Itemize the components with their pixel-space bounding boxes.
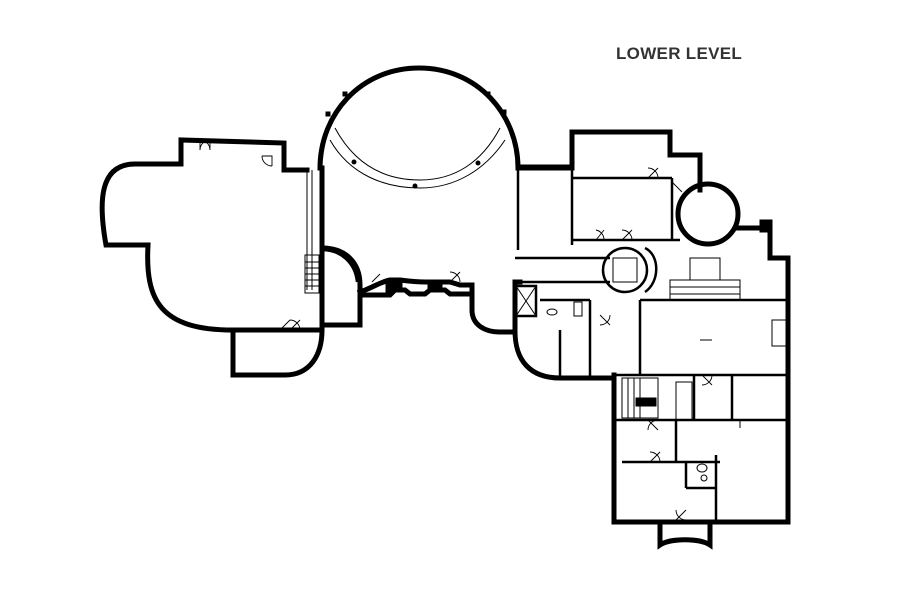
left-wing-outer-wall [99,137,325,333]
tower-side-rooms [735,225,791,293]
upper-room-wall [569,129,703,193]
lower-toilet [696,463,708,473]
service-lower-wall [512,329,617,381]
left-stair [304,254,320,294]
rotunda-column [351,159,357,165]
sink [546,308,558,316]
left-wing-door-right [261,155,273,167]
shower [514,284,538,318]
toilet [573,301,583,317]
rotunda-wall [317,65,575,171]
central-rotunda [317,65,575,189]
chimney [385,279,403,293]
left-wing-lower-room [230,327,325,378]
lower-right-wing [614,374,788,550]
center-south [319,168,610,335]
entry-bay [657,519,713,550]
hub-rotunda [601,246,649,294]
level-title: LOWER LEVEL [616,44,743,63]
round-tower [675,181,741,247]
left-wing-door-top [199,139,211,151]
rotunda-inner-arc [329,139,506,189]
left-wing-door-bottom [279,319,301,331]
right-main-wall [611,287,791,525]
fireplace [771,319,787,347]
left-wing [99,137,325,378]
main-stair-landing [669,279,741,301]
center-right-bump [469,279,523,335]
service-rooms [512,280,617,381]
right-upper [569,129,791,293]
right-main [601,246,791,525]
center-bottom-wall [356,277,475,296]
center-left-bump [319,245,363,328]
rotunda-column [412,183,418,189]
rotunda-column [475,160,481,166]
